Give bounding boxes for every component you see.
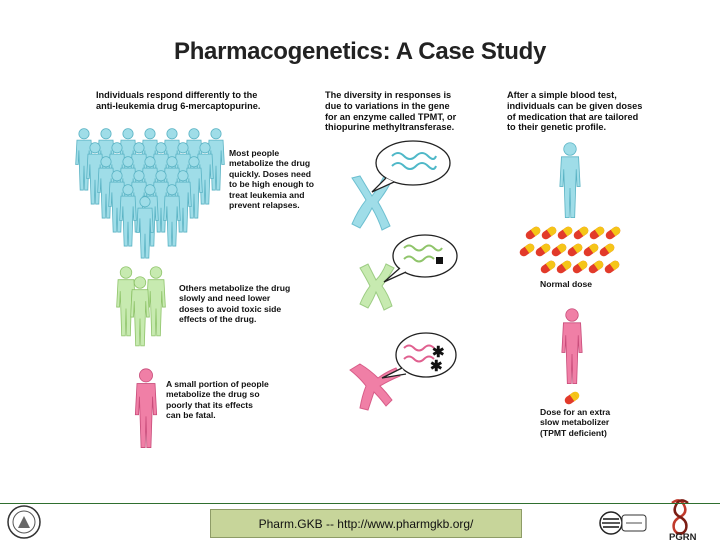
pill-icon (541, 226, 557, 240)
right-heading-line: of medication that are tailored (507, 111, 639, 122)
text-line: effects of the drug. (179, 314, 257, 325)
middle-heading-line: due to variations in the gene (325, 100, 450, 111)
small-portion-text: A small portion of people metabolize the… (166, 379, 269, 421)
person-figure (130, 276, 150, 347)
pill-icon (583, 243, 599, 257)
chromosome-green-icon (359, 263, 395, 311)
text-line: to be high enough to (229, 179, 314, 190)
pgrn-label: PGRN (669, 532, 697, 540)
person-figure (146, 266, 166, 337)
person-figure (119, 184, 137, 247)
left-heading-line: anti-leukemia drug 6-mercaptopurine. (96, 100, 261, 111)
right-heading-line: After a simple blood test, (507, 90, 617, 100)
person-figure (134, 368, 158, 448)
left-heading-line: Individuals respond differently to the (96, 90, 258, 100)
crowd-green-people (116, 266, 166, 347)
svg-text:✱: ✱ (430, 358, 443, 375)
text-line: metabolize the drug so (166, 389, 260, 400)
text-line: slowly and need lower (179, 293, 271, 304)
pill-icon (604, 260, 620, 274)
middle-heading-line: thiopurine methyltransferase. (325, 122, 455, 133)
text-line: treat leukemia and (229, 189, 305, 200)
pink-person-figure (134, 368, 158, 448)
pill-icon (588, 260, 604, 274)
normal-dose-label: Normal dose (540, 279, 593, 289)
text-line: Dose for an extra (540, 407, 611, 417)
others-text: Others metabolize the drug slowly and ne… (179, 283, 290, 325)
chromosome-pink-icon (349, 363, 401, 411)
pgrn-logo: PGRN (669, 499, 697, 540)
pill-icon (551, 243, 567, 257)
text-line: Others metabolize the drug (179, 283, 291, 293)
most-people-text: Most people metabolize the drug quickly.… (229, 148, 314, 210)
pill-icon (573, 226, 589, 240)
pill-icon (519, 243, 535, 257)
middle-heading-line: The diversity in responses is (325, 90, 452, 100)
university-seal-logo (7, 505, 41, 539)
crowd-blue-people (75, 128, 225, 259)
pill-icon (540, 260, 556, 274)
text-line: Most people (229, 148, 280, 158)
person-figure (559, 142, 581, 219)
right-column-people (559, 142, 583, 385)
pharmgkb-logo (599, 511, 647, 535)
text-line: (TPMT deficient) (540, 427, 607, 438)
right-heading-line: to their genetic profile. (507, 122, 607, 133)
page-title: Pharmacogenetics: A Case Study (173, 38, 546, 65)
normal-dose-pills (519, 226, 621, 274)
pill-icon (525, 226, 541, 240)
speech-bubble-blue-icon (371, 140, 451, 193)
pill-icon (599, 243, 615, 257)
footer-divider (0, 503, 720, 504)
speech-bubble-green-icon (383, 234, 458, 283)
pill-icon (589, 226, 605, 240)
pill-icon (572, 260, 588, 274)
text-line: quickly. Doses need (229, 168, 311, 179)
footer-link[interactable]: Pharm.GKB -- http://www.pharmgkb.org/ (210, 509, 522, 538)
right-heading: After a simple blood test, individuals c… (507, 90, 642, 133)
pill-icon (605, 226, 621, 240)
speech-bubble-pink-icon: ✱ ✱ (381, 332, 457, 379)
chromosome-blue-icon (351, 175, 393, 231)
pill-icon (567, 243, 583, 257)
person-figure (136, 196, 154, 259)
slow-dose-pill (564, 391, 580, 405)
middle-heading: The diversity in responses is due to var… (325, 90, 456, 133)
slow-dose-label: Dose for an extra slow metabolizer (TPMT… (540, 407, 610, 438)
svg-text:✱: ✱ (432, 344, 445, 361)
pill-icon (556, 260, 572, 274)
person-figure (561, 308, 583, 385)
text-line: poorly that its effects (166, 399, 253, 410)
text-line: A small portion of people (166, 379, 269, 389)
text-line: can be fatal. (166, 410, 216, 421)
pill-icon (557, 226, 573, 240)
person-figure (163, 184, 181, 247)
left-heading: Individuals respond differently to the a… (96, 90, 260, 112)
pill-icon (535, 243, 551, 257)
text-line: doses to avoid toxic side (179, 303, 282, 314)
middle-heading-line: for an enzyme called TPMT, or (325, 111, 457, 122)
text-line: metabolize the drug (229, 158, 311, 169)
right-heading-line: individuals can be given doses (507, 100, 643, 111)
text-line: prevent relapses. (229, 200, 300, 211)
text-line: slow metabolizer (540, 417, 610, 428)
